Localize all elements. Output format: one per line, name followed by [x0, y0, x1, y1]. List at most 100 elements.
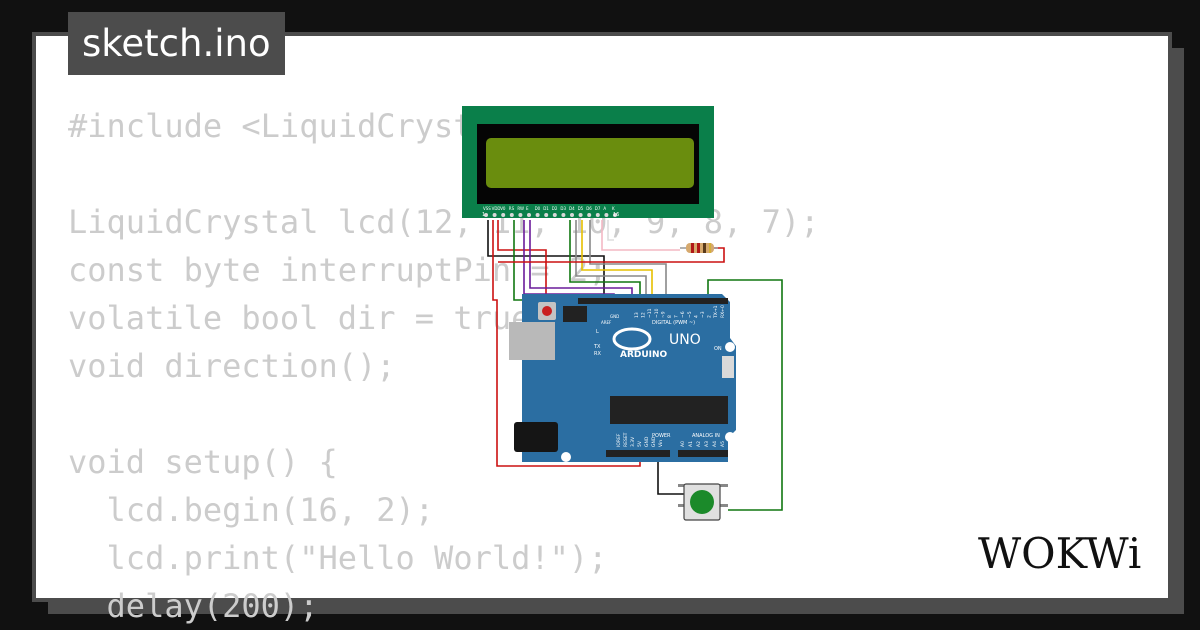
analog-pin-label: A4: [712, 441, 718, 447]
arduino-brand: ARDUINO: [620, 350, 668, 360]
digital-pin-label: ~9: [660, 311, 666, 318]
atmega-chip: [610, 396, 728, 424]
lcd-pin-label: K: [612, 206, 615, 211]
aref-label: AREF: [601, 320, 612, 325]
lcd-pin: [492, 213, 497, 217]
lcd-pin: [613, 213, 617, 217]
power-pin-label: 5V: [637, 440, 643, 447]
analog-pin-label: A3: [704, 441, 710, 447]
code-line: delay(200);: [68, 587, 319, 625]
digital-pin-label: RX←0: [720, 305, 726, 318]
wire-red-lcd: [492, 220, 641, 467]
arduino-uno-board[interactable]: ARDUINO UNO DIGITAL (PWM ~) POWER ANALOG…: [509, 294, 736, 462]
lcd-pin: [552, 213, 557, 217]
lcd-pin: [578, 213, 583, 217]
lcd-pin-label: D5: [578, 206, 584, 211]
digital-pin-label: ~11: [647, 308, 653, 318]
wire-gray-d5: [575, 220, 647, 298]
analog-pin-label: A1: [688, 441, 694, 447]
code-line: void direction();: [68, 347, 396, 385]
digital-pin-label: 12: [641, 312, 647, 318]
wire-white-k: [607, 220, 614, 241]
digital-pin-label: ~3: [700, 311, 706, 318]
lcd-pin: [527, 213, 531, 217]
pushbutton[interactable]: [678, 483, 728, 521]
resistor[interactable]: [680, 243, 718, 253]
on-label: ON: [714, 346, 722, 352]
wire-purple: [523, 220, 615, 298]
digital-pin-label: 4: [693, 315, 699, 318]
wires: [487, 220, 783, 511]
lcd-pin: [604, 213, 609, 217]
wokwi-logo-text: WOKWi: [978, 529, 1141, 578]
lcd-pin-end: 16: [613, 212, 619, 218]
lcd-pin: [509, 213, 514, 217]
infinity-logo-icon: [612, 327, 652, 351]
rx-label: RX: [594, 351, 601, 357]
digital-pin-label: 2: [707, 315, 713, 318]
lcd-pin-label: D6: [586, 206, 592, 211]
lcd-pin: [535, 213, 540, 217]
wire-purple-e: [529, 220, 633, 298]
lcd-pin-label: D3: [560, 206, 566, 211]
digital-pin-label: ~5: [687, 311, 693, 318]
lcd-pin-label: VSS: [483, 206, 491, 211]
power-jack: [514, 422, 558, 452]
digital-pin-label: ~10: [654, 308, 660, 318]
analog-pin-label: A5: [720, 441, 726, 447]
power-pin-label: RESET: [623, 432, 629, 447]
analog-header: [678, 450, 728, 457]
wire-gray-d7: [589, 220, 667, 298]
power-label: POWER: [652, 433, 671, 439]
lcd-pin: [561, 213, 566, 217]
lcd-pin-start: 1: [482, 212, 485, 218]
code-line: lcd.begin(16, 2);: [68, 491, 435, 529]
digital-pin-label: 7: [674, 315, 680, 318]
code-line: void setup() {: [68, 443, 338, 481]
lcd-pin: [518, 213, 523, 217]
lcd-pin-label: D0: [535, 206, 541, 211]
lcd-pin: [587, 213, 592, 217]
power-pin-label: Vin: [658, 440, 664, 447]
arduino-model: UNO: [669, 332, 701, 348]
wire-green-button: [707, 279, 783, 511]
lcd-pin-label: RW: [517, 206, 524, 211]
lcd-pin-label: D2: [552, 206, 558, 211]
lcd-pin-label: VDD: [492, 206, 501, 211]
usb-port: [509, 322, 555, 360]
wokwi-logo: WOKWi: [978, 529, 1141, 578]
analog-pin-label: A2: [696, 441, 702, 447]
wire-red-resistor: [498, 247, 725, 263]
tx-label: TX: [593, 344, 601, 350]
digital-pin-label: 13: [634, 312, 640, 318]
lcd-pin-label: D1: [543, 206, 549, 211]
digital-header: [578, 298, 728, 304]
lcd-pin-label: E: [526, 206, 529, 211]
lcd-pin: [544, 213, 549, 217]
analog-label: ANALOG IN: [692, 433, 720, 439]
lcd-pin-label: RS: [509, 206, 515, 211]
power-header: [606, 450, 670, 457]
lcd-pin-label: D4: [569, 206, 575, 211]
power-pin-label: 3.3V: [630, 436, 636, 447]
power-pin-label: GND: [644, 436, 650, 447]
lcd-pin-label: A: [603, 206, 606, 211]
file-tab[interactable]: sketch.ino: [68, 12, 285, 75]
lcd-pin: [501, 213, 506, 217]
power-pin-label: IOREF: [616, 433, 622, 447]
wire-pink-a: [601, 220, 680, 251]
digital-pin-label: 8: [667, 315, 673, 318]
lcd-pin-label: V0: [500, 206, 506, 211]
gnd-label: GND: [610, 314, 619, 319]
wire-black-button: [657, 456, 684, 495]
code-line: lcd.print("Hello World!");: [68, 539, 608, 577]
wire-green-d4: [569, 220, 641, 298]
lcd-pin: [570, 213, 574, 217]
digital-pin-label: TX→1: [713, 305, 719, 319]
